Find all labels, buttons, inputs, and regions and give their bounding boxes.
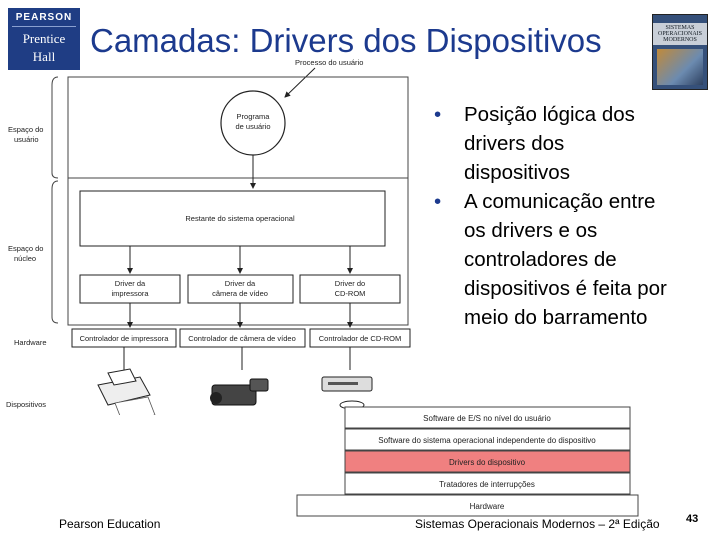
bullet-item: • Posição lógica dos drivers dos disposit… <box>432 100 672 187</box>
cdrom-controller-label: Controlador de CD-ROM <box>319 334 402 343</box>
layer-device-independent <box>344 428 631 451</box>
slide-title: Camadas: Drivers dos Dispositivos <box>90 22 602 59</box>
book-cover-title: SISTEMAS OPERACIONAIS MODERNOS <box>657 25 702 43</box>
kernel-space-label-1: Espaço do <box>8 244 43 253</box>
bullet-text-1: Posição lógica dos drivers dos dispositi… <box>464 103 635 184</box>
bullet-text-2: A comunicação entre os drivers e os cont… <box>464 190 667 329</box>
user-program-line-2: de usuário <box>235 122 270 131</box>
camera-driver-line-2: câmera de vídeo <box>212 289 268 298</box>
layer-device-independent-label: Software do sistema operacional independ… <box>378 436 596 445</box>
layer-interrupt-handlers-label: Tratadores de interrupções <box>439 480 535 489</box>
book-cover-image: SISTEMAS OPERACIONAIS MODERNOS <box>652 14 708 90</box>
camera-driver-line-1: Driver da <box>225 279 256 288</box>
camera-driver-box <box>187 274 294 304</box>
os-rest-box <box>79 190 386 247</box>
logo-line-2: Hall <box>32 49 56 64</box>
cdrom-driver-line-2: CD-ROM <box>335 289 366 298</box>
user-program-line-1: Programa <box>237 112 271 121</box>
video-camera-icon <box>210 378 269 406</box>
bullet-dot-icon: • <box>434 103 442 126</box>
cdrom-driver-line-1: Driver do <box>335 279 365 288</box>
os-rest-label: Restante do sistema operacional <box>185 214 295 223</box>
logo-line-1: Prentice <box>22 31 66 46</box>
printer-controller-label: Controlador de impressora <box>80 334 170 343</box>
hardware-side-label: Hardware <box>14 338 47 347</box>
bullet-item: • A comunicação entre os drivers e os con… <box>432 187 672 332</box>
layer-hardware <box>296 494 639 517</box>
io-layers-stack: Software de E/S no nível do usuário Soft… <box>296 406 639 517</box>
user-space-label-2: usuário <box>14 135 39 144</box>
footer-publisher: Pearson Education <box>59 517 161 531</box>
printer-driver-box <box>79 274 181 304</box>
layer-device-drivers <box>344 450 631 473</box>
camera-controller-label: Controlador de câmera de vídeo <box>188 334 296 343</box>
devices-side-label: Dispositivos <box>6 400 46 409</box>
user-process-label: Processo do usuário <box>295 58 363 67</box>
printer-driver-line-1: Driver da <box>115 279 146 288</box>
layer-device-drivers-label: Drivers do dispositivo <box>449 458 526 467</box>
cdrom-controller-box <box>309 328 411 348</box>
publisher-logo: PEARSON Prentice Hall <box>8 8 80 70</box>
footer-book-title: Sistemas Operacionais Modernos – 2ª Ediç… <box>415 517 660 531</box>
page-number: 43 <box>686 513 699 525</box>
layer-hardware-label: Hardware <box>470 502 505 511</box>
printer-driver-line-2: impressora <box>111 289 149 298</box>
layer-user-io <box>344 406 631 429</box>
logo-brand: PEARSON <box>12 8 76 27</box>
bullet-list: • Posição lógica dos drivers dos disposit… <box>432 100 672 332</box>
bullet-dot-icon: • <box>434 190 442 213</box>
layer-user-io-label: Software de E/S no nível do usuário <box>423 414 551 423</box>
printer-icon <box>97 368 156 415</box>
layer-interrupt-handlers <box>344 472 631 495</box>
user-space-label-1: Espaço do <box>8 125 43 134</box>
device-driver-diagram: Processo do usuário Programa de usuário … <box>6 58 411 415</box>
kernel-space-label-2: núcleo <box>14 254 36 263</box>
